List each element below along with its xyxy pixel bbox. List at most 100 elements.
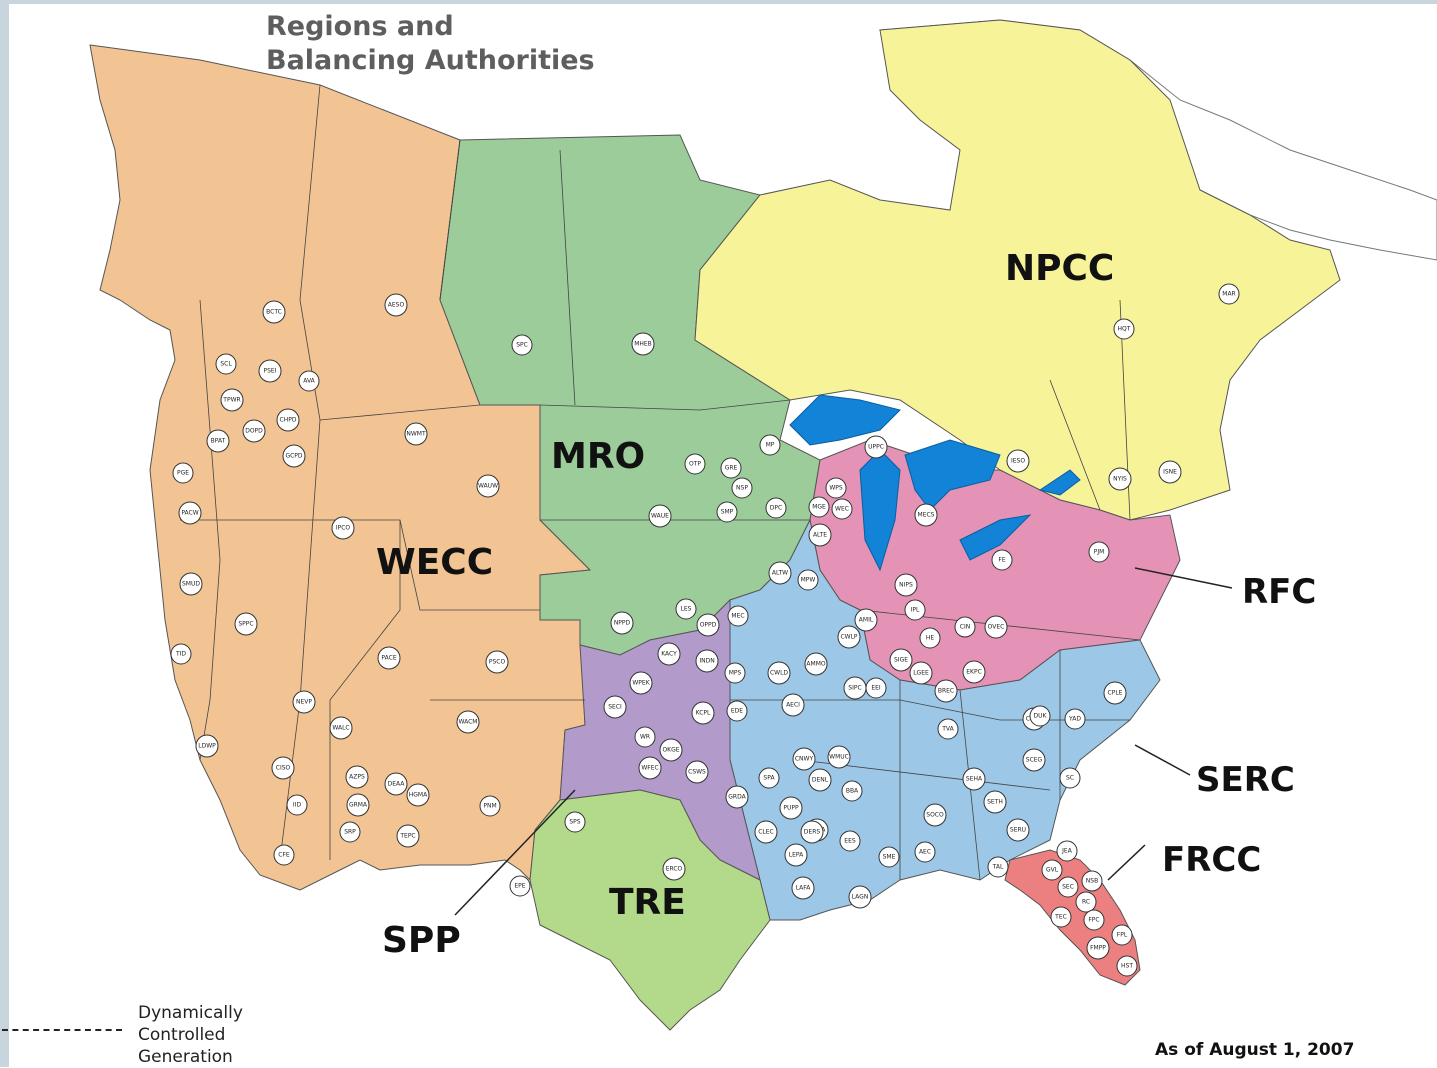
ba-node-circle — [220, 388, 244, 412]
ba-node-circle — [983, 790, 1007, 814]
ba-node-circle — [603, 695, 627, 719]
ba-node-ieso: IESO — [1006, 449, 1030, 473]
ba-node-label: DENL — [812, 777, 829, 784]
ba-node-label: BBA — [846, 788, 859, 795]
ba-node-circle — [456, 710, 480, 734]
ba-node-circle — [919, 627, 941, 649]
ba-node-label: CWLP — [840, 634, 857, 641]
ba-node-circle — [662, 857, 686, 881]
ba-node-bpat: BPAT — [206, 429, 230, 453]
ba-node-label: IID — [293, 802, 302, 809]
ba-node-circle — [1057, 876, 1079, 898]
ba-node-label: AMMO — [806, 661, 825, 668]
ba-node-label: IPCO — [336, 525, 351, 532]
ba-node-circle — [685, 760, 709, 784]
ba-node-circle — [937, 718, 959, 740]
ba-node-label: PUPP — [783, 805, 799, 812]
ba-node-label: HQT — [1118, 326, 1131, 333]
ba-node-circle — [242, 419, 266, 443]
ba-node-circle — [724, 662, 746, 684]
ba-node-label: TVA — [941, 726, 954, 733]
ba-node-wr: WR — [634, 726, 656, 748]
ba-node-clec: CLEC — [754, 820, 778, 844]
legend-line1: Dynamically — [138, 1003, 243, 1023]
ba-node-circle — [404, 422, 428, 446]
ba-node-circle — [781, 693, 805, 717]
ba-node-label: HST — [1121, 963, 1133, 970]
ba-node-kacy: KACY — [657, 642, 681, 666]
ba-node-seth: SETH — [983, 790, 1007, 814]
ba-node-altw: ALTW — [768, 561, 792, 585]
ba-node-label: AECI — [786, 702, 800, 709]
ba-node-circle — [476, 474, 500, 498]
ba-node-circle — [726, 700, 748, 722]
ba-node-circle — [934, 679, 958, 703]
title-line2: Balancing Authorities — [266, 45, 595, 76]
ba-node-lafa: LAFA — [791, 876, 815, 900]
ba-node-label: NPPD — [614, 620, 631, 627]
ba-node-ciso: CISO — [271, 756, 295, 780]
ba-node-circle — [865, 677, 887, 699]
ba-node-dopd: DOPD — [242, 419, 266, 443]
ba-node-circle — [215, 353, 237, 375]
ba-node-kcpl: KCPL — [691, 701, 715, 725]
map-title: Regions and Balancing Authorities — [266, 10, 595, 78]
ba-node-circle — [691, 701, 715, 725]
ba-node-label: PNM — [483, 803, 496, 810]
region-label-frcc: FRCC — [1162, 840, 1262, 880]
ba-node-label: CISO — [276, 765, 291, 772]
ba-node-label: RC — [1082, 899, 1090, 906]
ba-node-psei: PSEI — [258, 359, 282, 383]
ba-node-circle — [1083, 909, 1105, 931]
ba-node-label: LES — [681, 606, 692, 613]
ba-node-smud: SMUD — [179, 572, 203, 596]
ba-node-circle — [923, 803, 947, 827]
ba-node-label: LGEE — [913, 670, 929, 677]
ba-node-nevp: NEVP — [292, 690, 316, 714]
ba-node-circle — [1064, 708, 1086, 730]
ba-node-circle — [1059, 767, 1081, 789]
ba-node-circle — [696, 613, 720, 637]
ba-node-oppd: OPPD — [696, 613, 720, 637]
ba-node-tid: TID — [170, 643, 192, 665]
ba-node-ammo: AMMO — [804, 652, 828, 676]
ba-node-label: CFE — [278, 852, 290, 859]
ba-node-circle — [808, 523, 832, 547]
ba-node-deaa: DEAA — [384, 772, 408, 796]
ba-node-hgma: HGMA — [406, 783, 430, 807]
ba-node-label: PACW — [181, 510, 198, 517]
ba-node-label: WAUW — [478, 483, 498, 490]
ba-node-label: AZPS — [349, 774, 365, 781]
ba-node-circle — [345, 765, 369, 789]
ba-node-circle — [292, 690, 316, 714]
ba-node-circle — [831, 498, 853, 520]
ba-node-label: CIN — [960, 624, 970, 631]
ba-node-brec: BREC — [934, 679, 958, 703]
ba-node-circle — [1075, 891, 1097, 913]
ba-node-wfec: WFEC — [638, 756, 662, 780]
ba-node-circle — [854, 608, 878, 632]
ba-node-label: SMUD — [182, 581, 200, 588]
ba-node-circle — [629, 671, 653, 695]
ba-node-grda: GRDA — [725, 785, 749, 809]
ba-node-smp: SMP — [716, 501, 738, 523]
ba-node-label: HE — [926, 635, 935, 642]
ba-node-label: IESO — [1011, 458, 1025, 465]
ba-node-label: CWLD — [770, 670, 788, 677]
region-label-tre: TRE — [609, 882, 686, 923]
ba-node-circle — [731, 477, 753, 499]
ba-node-label: HGMA — [409, 792, 428, 799]
ba-node-circle — [767, 661, 791, 685]
ba-node-circle — [178, 501, 202, 525]
ba-node-aeso: AESO — [384, 293, 408, 317]
ba-node-cnwy: CNWY — [792, 747, 816, 771]
ba-node-wacm: WACM — [456, 710, 480, 734]
ba-node-circle — [758, 767, 780, 789]
ba-node-label: CHPD — [280, 417, 297, 424]
ba-node-circle — [276, 408, 300, 432]
ba-node-label: MHEB — [634, 341, 652, 348]
ba-node-ders: DERS — [800, 820, 824, 844]
ba-node-circle — [839, 830, 861, 852]
ba-node-circle — [827, 745, 851, 769]
